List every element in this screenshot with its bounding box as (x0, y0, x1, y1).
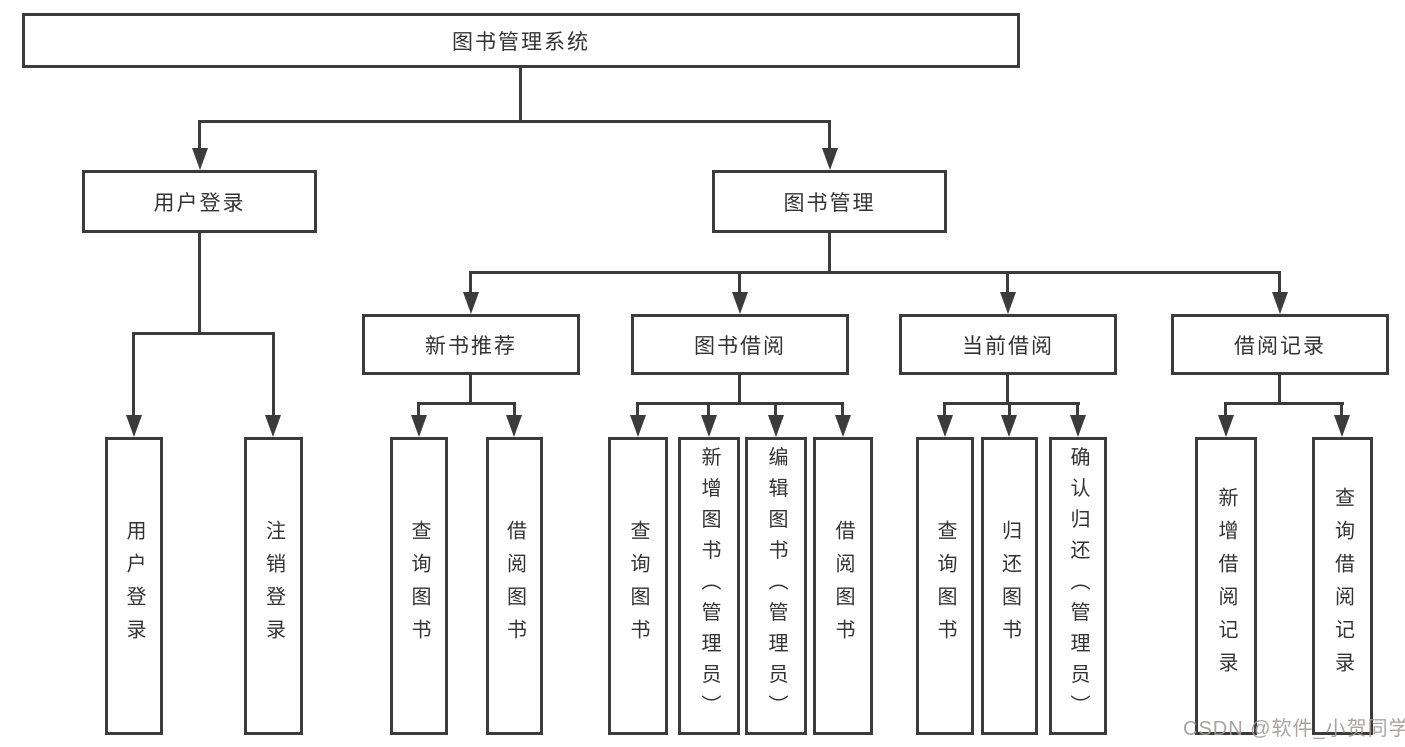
connector-line (841, 402, 844, 417)
leaf-borrow-borrow-books-label: 借阅图书 (832, 520, 854, 652)
arrow-down-icon (1000, 292, 1016, 314)
node-user-login: 用户登录 (82, 170, 317, 233)
leaf-borrow-add-books-admin-label: 新增图书（管理员） (698, 446, 720, 726)
arrow-down-icon (701, 415, 717, 437)
leaf-current-query-books: 查询图书 (916, 437, 974, 735)
leaf-current-return-books: 归还图书 (981, 437, 1038, 735)
arrow-down-icon (506, 415, 522, 437)
node-book-borrowing: 图书借阅 (631, 314, 849, 375)
leaf-records-query-record: 查询借阅记录 (1312, 437, 1373, 735)
connector-line (738, 271, 741, 294)
leaf-current-confirm-return-admin: 确认归还（管理员） (1049, 437, 1107, 735)
connector-line (469, 271, 472, 294)
connector-line (198, 120, 831, 123)
connector-line (738, 375, 741, 405)
leaf-newbooks-query-books-label: 查询图书 (408, 520, 430, 652)
leaf-logout-label: 注销登录 (262, 520, 285, 652)
leaf-current-return-books-label: 归还图书 (998, 520, 1021, 652)
arrow-down-icon (1001, 415, 1017, 437)
node-book-management-system-label: 图书管理系统 (452, 30, 590, 54)
connector-line (1278, 271, 1281, 294)
node-current-borrowing-label: 当前借阅 (962, 334, 1054, 358)
leaf-borrow-edit-books-admin: 编辑图书（管理员） (745, 437, 807, 735)
leaf-borrow-query-books: 查询图书 (608, 437, 668, 735)
leaf-user-login-label: 用户登录 (123, 520, 145, 652)
node-book-management-label: 图书管理 (783, 191, 876, 215)
connector-line (1008, 402, 1011, 417)
connector-line (132, 332, 135, 417)
node-book-borrowing-label: 图书借阅 (694, 334, 786, 358)
leaf-borrow-add-books-admin: 新增图书（管理员） (678, 437, 740, 735)
node-book-management-system: 图书管理系统 (22, 13, 1020, 68)
node-current-borrowing: 当前借阅 (899, 314, 1117, 375)
connector-line (1224, 402, 1344, 405)
arrow-down-icon (937, 415, 953, 437)
connector-line (1006, 375, 1009, 405)
arrow-down-icon (1218, 415, 1234, 437)
connector-line (774, 402, 777, 417)
connector-line (828, 233, 831, 274)
connector-line (943, 402, 1080, 405)
arrow-down-icon (265, 415, 281, 437)
connector-line (417, 402, 516, 405)
connector-line (513, 402, 516, 417)
arrow-down-icon (768, 415, 784, 437)
connector-line (1006, 271, 1009, 294)
leaf-records-query-record-label: 查询借阅记录 (1331, 487, 1354, 685)
arrow-down-icon (411, 415, 427, 437)
node-new-book-recommendation-label: 新书推荐 (425, 334, 517, 358)
connector-line (828, 120, 831, 152)
arrow-down-icon (126, 415, 142, 437)
leaf-newbooks-borrow-books-label: 借阅图书 (503, 520, 526, 652)
arrow-down-icon (630, 415, 646, 437)
connector-line (636, 402, 639, 417)
leaf-borrow-query-books-label: 查询图书 (627, 520, 649, 652)
connector-line (943, 402, 946, 417)
arrow-down-icon (835, 415, 851, 437)
arrow-down-icon (822, 148, 838, 170)
leaf-logout: 注销登录 (244, 437, 303, 735)
node-user-login-label: 用户登录 (153, 191, 246, 215)
csdn-watermark: CSDN @软件_小贺同学 (1183, 718, 1405, 740)
connector-line (1224, 402, 1227, 417)
node-book-management: 图书管理 (712, 170, 947, 233)
node-borrowing-records-label: 借阅记录 (1234, 334, 1326, 358)
connector-line (1340, 402, 1343, 417)
arrow-down-icon (1272, 292, 1288, 314)
node-new-book-recommendation: 新书推荐 (362, 314, 580, 375)
arrow-down-icon (732, 292, 748, 314)
arrow-down-icon (192, 148, 208, 170)
connector-line (636, 402, 844, 405)
connector-line (132, 332, 275, 335)
connector-line (469, 375, 472, 405)
connector-line (272, 332, 275, 417)
leaf-newbooks-borrow-books: 借阅图书 (486, 437, 543, 735)
connector-line (469, 271, 1281, 274)
leaf-user-login: 用户登录 (105, 437, 163, 735)
connector-line (1076, 402, 1079, 417)
connector-line (519, 68, 522, 123)
leaf-current-query-books-label: 查询图书 (934, 520, 956, 652)
leaf-records-add-record: 新增借阅记录 (1195, 437, 1257, 735)
node-borrowing-records: 借阅记录 (1171, 314, 1389, 375)
leaf-records-add-record-label: 新增借阅记录 (1215, 487, 1237, 685)
arrow-down-icon (1070, 415, 1086, 437)
leaf-newbooks-query-books: 查询图书 (390, 437, 448, 735)
leaf-borrow-edit-books-admin-label: 编辑图书（管理员） (765, 446, 787, 726)
connector-line (707, 402, 710, 417)
arrow-down-icon (1334, 415, 1350, 437)
connector-line (1278, 375, 1281, 405)
arrow-down-icon (463, 292, 479, 314)
leaf-borrow-borrow-books: 借阅图书 (813, 437, 873, 735)
connector-line (198, 233, 201, 335)
leaf-current-confirm-return-admin-label: 确认归还（管理员） (1067, 446, 1089, 726)
connector-line (417, 402, 420, 417)
connector-line (198, 120, 201, 152)
